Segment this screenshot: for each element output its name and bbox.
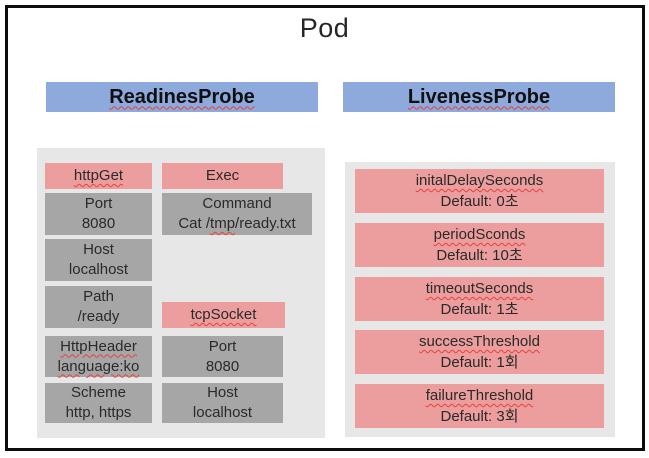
liveness-item-default: Default: 0초 xyxy=(440,193,519,210)
liveness-item-default: Default: 1초 xyxy=(440,301,519,318)
outer-border xyxy=(5,5,645,451)
liveness-item-failurethreshold: failureThreshold Default: 3회 xyxy=(355,384,604,428)
box-label: Path xyxy=(83,288,114,305)
liveness-probe-header-label: LivenessProbe xyxy=(407,85,551,108)
tcpsocket-header-box: tcpSocket xyxy=(162,302,285,328)
box-value: language:ko xyxy=(57,357,140,375)
readiness-probe-header-label: ReadinesProbe xyxy=(109,85,255,108)
liveness-item-initaldelayseconds: initalDelaySeconds Default: 0초 xyxy=(355,169,604,213)
box-label: Port xyxy=(84,195,113,212)
box-label: HttpHeader xyxy=(60,337,137,355)
httpget-header-label: httpGet xyxy=(73,167,124,184)
liveness-item-default: Default: 3회 xyxy=(440,408,519,425)
box-label: Scheme xyxy=(70,384,127,401)
httpget-httpheader-box: HttpHeader language:ko xyxy=(45,336,152,377)
liveness-item-default: Default: 1회 xyxy=(440,354,519,371)
box-label: Host xyxy=(83,241,114,258)
liveness-item-periodsconds: periodSconds Default: 10초 xyxy=(355,223,604,267)
box-value: 8080 xyxy=(205,357,240,375)
liveness-item-name: periodSconds xyxy=(433,226,526,243)
box-label: Command xyxy=(202,195,272,212)
exec-command-box: Command Cat /tmp/ready.txt xyxy=(162,193,312,235)
box-value: http, https xyxy=(65,404,132,421)
box-value: localhost xyxy=(68,261,129,278)
liveness-item-name: successThreshold xyxy=(419,333,540,350)
liveness-item-name: timeoutSeconds xyxy=(425,280,534,297)
liveness-item-successthreshold: successThreshold Default: 1회 xyxy=(355,330,604,374)
box-value: 8080 xyxy=(81,215,116,232)
httpget-scheme-box: Scheme http, https xyxy=(45,383,152,423)
readiness-probe-header-bar: ReadinesProbe xyxy=(46,82,318,112)
liveness-item-timeoutseconds: timeoutSeconds Default: 1초 xyxy=(355,277,604,321)
tcpsocket-host-box: Host localhost xyxy=(162,383,283,423)
pod-title: Pod xyxy=(299,13,350,43)
httpget-header-box: httpGet xyxy=(45,163,152,189)
box-label: Host xyxy=(207,384,238,401)
box-value: /ready xyxy=(77,308,120,325)
box-value: Cat /tmp/ready.txt xyxy=(178,215,296,232)
httpget-host-box: Host localhost xyxy=(45,239,152,281)
tcpsocket-header-label: tcpSocket xyxy=(190,306,257,323)
liveness-probe-header-bar: LivenessProbe xyxy=(343,82,615,112)
exec-header-label: Exec xyxy=(205,167,240,184)
exec-header-box: Exec xyxy=(162,163,283,189)
liveness-item-name: initalDelaySeconds xyxy=(415,172,544,189)
httpget-port-box: Port 8080 xyxy=(45,193,152,235)
httpget-path-box: Path /ready xyxy=(45,286,152,328)
box-value: localhost xyxy=(192,404,253,421)
tcpsocket-port-box: Port 8080 xyxy=(162,336,283,377)
liveness-item-name: failureThreshold xyxy=(425,387,534,404)
liveness-item-default: Default: 10초 xyxy=(436,247,523,264)
box-label: Port xyxy=(208,337,237,355)
